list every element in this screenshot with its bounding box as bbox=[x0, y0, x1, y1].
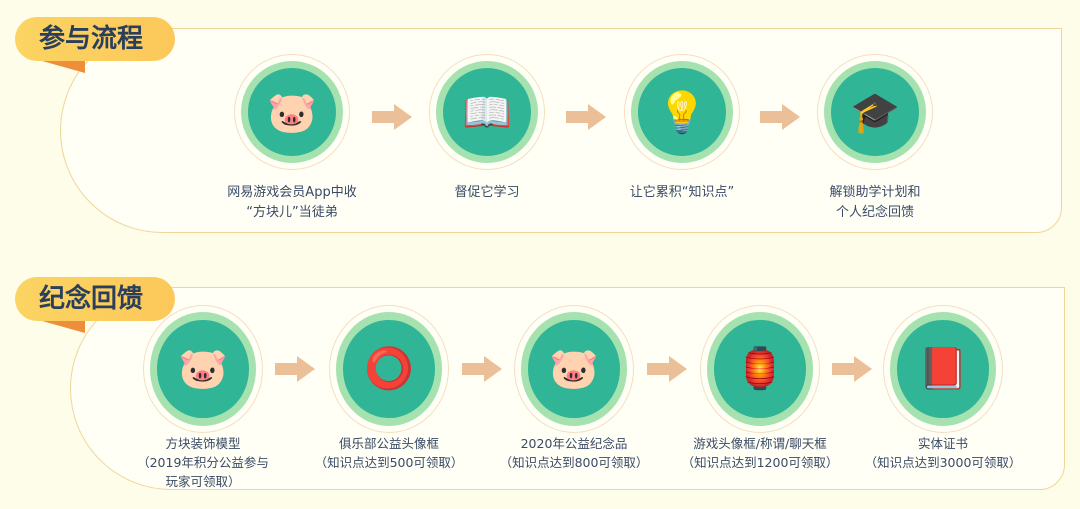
step-4: 🎓 bbox=[817, 54, 933, 170]
certificate-icon: 📕 bbox=[897, 320, 989, 418]
lightbulb-question-icon: 💡 bbox=[637, 67, 727, 157]
reward-label: 俱乐部公益头像框（知识点达到500可领取） bbox=[314, 436, 464, 470]
reward-3: 🐷 bbox=[514, 305, 634, 433]
step-3: 💡 bbox=[624, 54, 740, 170]
step-1: 🐷 bbox=[234, 54, 350, 170]
reward-4: 🏮 bbox=[700, 305, 820, 433]
pig-souvenir-icon: 🐷 bbox=[528, 320, 620, 418]
pig-block-icon: 🐷 bbox=[247, 67, 337, 157]
graduation-cap-icon: 🎓 bbox=[830, 67, 920, 157]
reward-2: ⭕ bbox=[329, 305, 449, 433]
reward-label: 游戏头像框/称谓/聊天框（知识点达到1200可领取） bbox=[681, 436, 839, 470]
rewards-title: 纪念回馈 bbox=[15, 277, 175, 321]
arrow-icon bbox=[647, 356, 687, 382]
arrow-icon bbox=[566, 104, 606, 130]
arrow-icon bbox=[832, 356, 872, 382]
pig-figure-icon: 🐷 bbox=[157, 320, 249, 418]
step-label: 网易游戏会员App中收“方块儿”当徒弟 bbox=[227, 185, 357, 220]
step-label: 督促它学习 bbox=[454, 185, 520, 200]
reward-label: 2020年公益纪念品（知识点达到800可领取） bbox=[499, 436, 649, 470]
step-label: 让它累积“知识点” bbox=[629, 185, 735, 200]
step-label: 解锁助学计划和个人纪念回馈 bbox=[829, 185, 921, 220]
avatar-frame-icon: ⭕ bbox=[343, 320, 435, 418]
arrow-icon bbox=[275, 356, 315, 382]
book-pencil-icon: 📖 bbox=[442, 67, 532, 157]
tag-tail bbox=[35, 319, 85, 333]
tag-tail bbox=[35, 59, 85, 73]
step-2: 📖 bbox=[429, 54, 545, 170]
arrow-icon bbox=[760, 104, 800, 130]
reward-label: 方块装饰模型（2019年积分公益参与玩家可领取） bbox=[137, 436, 269, 489]
reward-5: 📕 bbox=[883, 305, 1003, 433]
game-frame-icon: 🏮 bbox=[714, 320, 806, 418]
reward-1: 🐷 bbox=[143, 305, 263, 433]
reward-label: 实体证书（知识点达到3000可领取） bbox=[864, 436, 1022, 470]
arrow-icon bbox=[462, 356, 502, 382]
arrow-icon bbox=[372, 104, 412, 130]
process-title: 参与流程 bbox=[15, 17, 175, 61]
